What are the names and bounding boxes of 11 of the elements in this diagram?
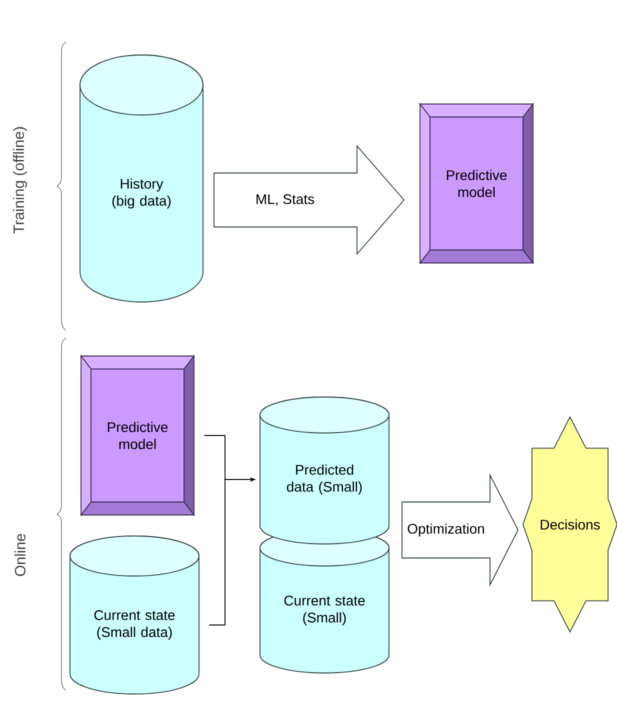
database-cylinder: History (big data): [80, 54, 204, 302]
block-arrow: [214, 144, 405, 256]
side-label: Online: [14, 534, 26, 576]
bevel-box: Predictive model: [419, 102, 534, 264]
database-cylinder: Current state (Small data): [70, 536, 200, 694]
bevel-box: Predictive model: [80, 354, 195, 516]
database-cylinder: Predicted data (Small): [260, 396, 390, 544]
database-cylinder: Current state (Small): [260, 530, 390, 674]
edge-label: ML, Stats: [254, 193, 316, 207]
edge-label: Optimization: [406, 522, 486, 538]
side-label: Training (offline): [13, 127, 27, 234]
